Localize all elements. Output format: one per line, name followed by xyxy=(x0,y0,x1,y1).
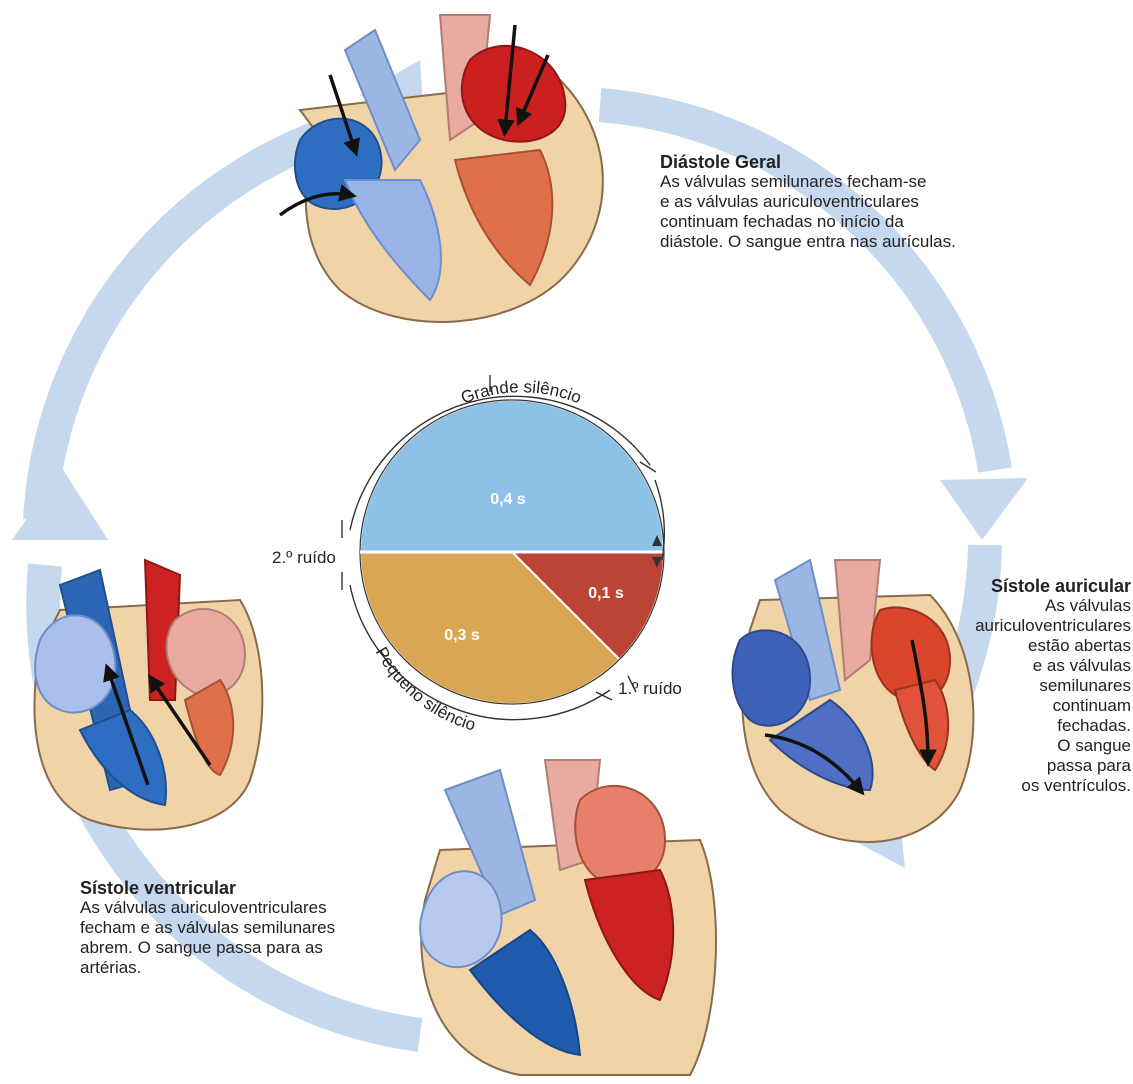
atrial-systole-line: semilunares xyxy=(931,676,1131,696)
atrial-systole-line: auriculoventriculares xyxy=(931,616,1131,636)
atrial-systole-line: fechadas. xyxy=(931,716,1131,736)
atrial-systole-line: os ventrículos. xyxy=(931,776,1131,796)
atrial-systole-line: O sangue xyxy=(931,736,1131,756)
diastole-line: continuam fechadas no início da xyxy=(660,212,956,232)
ventricular-systole-line: artérias. xyxy=(80,958,335,978)
atrial-systole-line: continuam xyxy=(931,696,1131,716)
heart-ventricular-systole xyxy=(34,560,262,830)
diastole-title: Diástole Geral xyxy=(660,152,956,172)
segment-label-ventricular: 0,3 s xyxy=(444,627,480,644)
diastole-text: Diástole Geral As válvulas semilunares f… xyxy=(660,152,956,252)
heart-diastole xyxy=(280,15,603,322)
atrial-systole-line: passa para xyxy=(931,756,1131,776)
diastole-line: As válvulas semilunares fecham-se xyxy=(660,172,956,192)
heart-bottom xyxy=(420,760,716,1075)
ventricular-systole-line: fecham e as válvulas semilunares xyxy=(80,918,335,938)
atrial-systole-line: estão abertas xyxy=(931,636,1131,656)
atrial-systole-text: Sístole auricular As válvulas auriculove… xyxy=(931,576,1131,796)
atrial-systole-line: As válvulas xyxy=(931,596,1131,616)
bracket-tick xyxy=(640,462,656,472)
ruido-1-label: 1.º ruído xyxy=(618,679,682,698)
ruido-2-label: 2.º ruído xyxy=(272,548,336,567)
segment-label-diastole: 0,4 s xyxy=(490,491,526,508)
diastole-line: diástole. O sangue entra nas aurículas. xyxy=(660,232,956,252)
diastole-line: e as válvulas auriculoventriculares xyxy=(660,192,956,212)
ventricular-systole-text: Sístole ventricular As válvulas auriculo… xyxy=(80,878,335,978)
ventricular-systole-line: abrem. O sangue passa para as xyxy=(80,938,335,958)
ventricular-systole-title: Sístole ventricular xyxy=(80,878,335,898)
pie-slice-0 xyxy=(360,400,664,552)
atrial-systole-line: e as válvulas xyxy=(931,656,1131,676)
timing-pie: 0,4 s 0,1 s 0,3 s xyxy=(360,400,664,704)
segment-label-atrial: 0,1 s xyxy=(588,585,624,602)
atrial-systole-title: Sístole auricular xyxy=(931,576,1131,596)
cycle-arrowhead-right xyxy=(940,478,1028,540)
ventricular-systole-line: As válvulas auriculoventriculares xyxy=(80,898,335,918)
